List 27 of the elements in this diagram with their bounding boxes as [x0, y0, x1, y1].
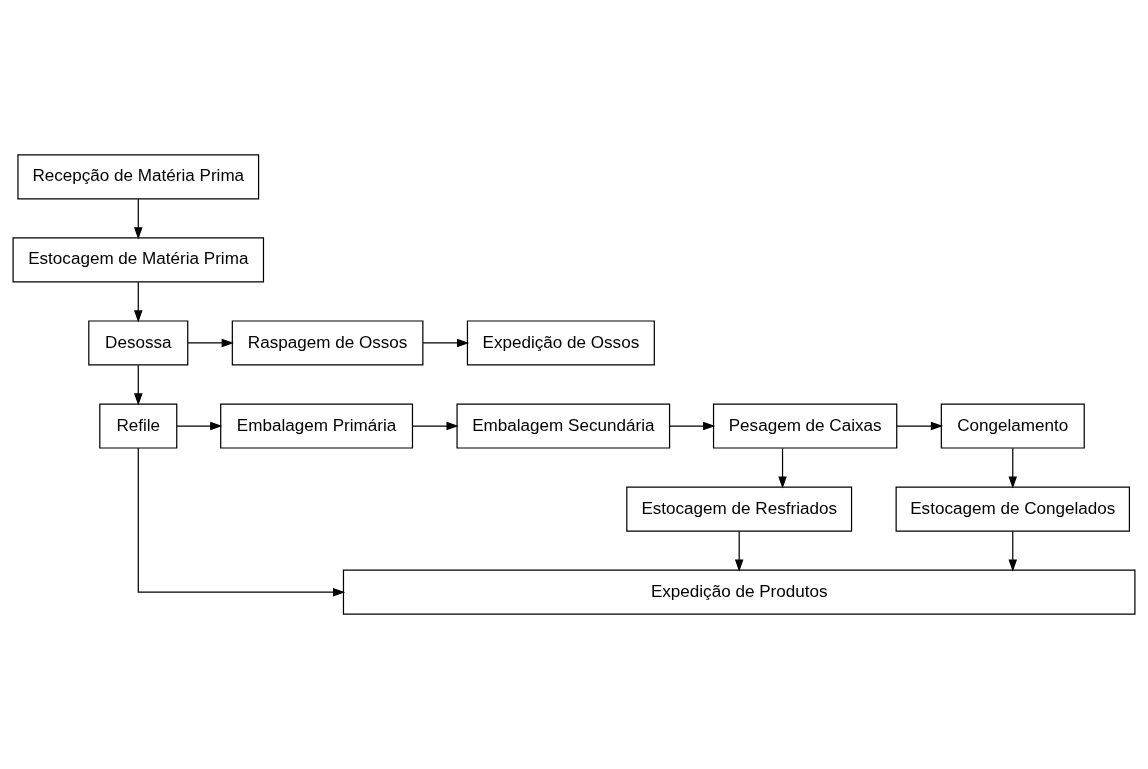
arrow	[134, 281, 143, 323]
node-box: Refile	[99, 403, 178, 449]
node-box: Embalagem Primária	[220, 403, 414, 449]
arrow	[134, 364, 143, 406]
node-box: Raspagem de Ossos	[231, 320, 424, 366]
node-box: Desossa	[88, 320, 189, 366]
arrow	[896, 421, 944, 431]
node-box: Estocagem de Resfriados	[626, 486, 853, 532]
node-box: Embalagem Secundária	[456, 403, 671, 449]
arrow	[422, 338, 470, 348]
arrow	[734, 530, 744, 572]
arrow	[134, 198, 143, 240]
node-box: Expedição de Produtos	[342, 569, 1136, 615]
node-box: Estocagem de Congelados	[895, 486, 1130, 532]
arrow	[187, 338, 234, 348]
arrow	[1008, 530, 1018, 572]
node-box: Pesagem de Caixas	[712, 403, 898, 449]
arrow	[669, 421, 716, 431]
arrow	[412, 421, 459, 431]
node-box: Recepção de Matéria Prima	[17, 154, 260, 200]
arrow	[1008, 447, 1018, 489]
arrow	[778, 447, 787, 489]
node-box: Congelamento	[940, 403, 1085, 449]
arrow	[137, 447, 346, 597]
arrow	[176, 421, 223, 431]
node-box: Estocagem de Matéria Prima	[12, 237, 265, 283]
node-box: Expedição de Ossos	[466, 320, 655, 366]
